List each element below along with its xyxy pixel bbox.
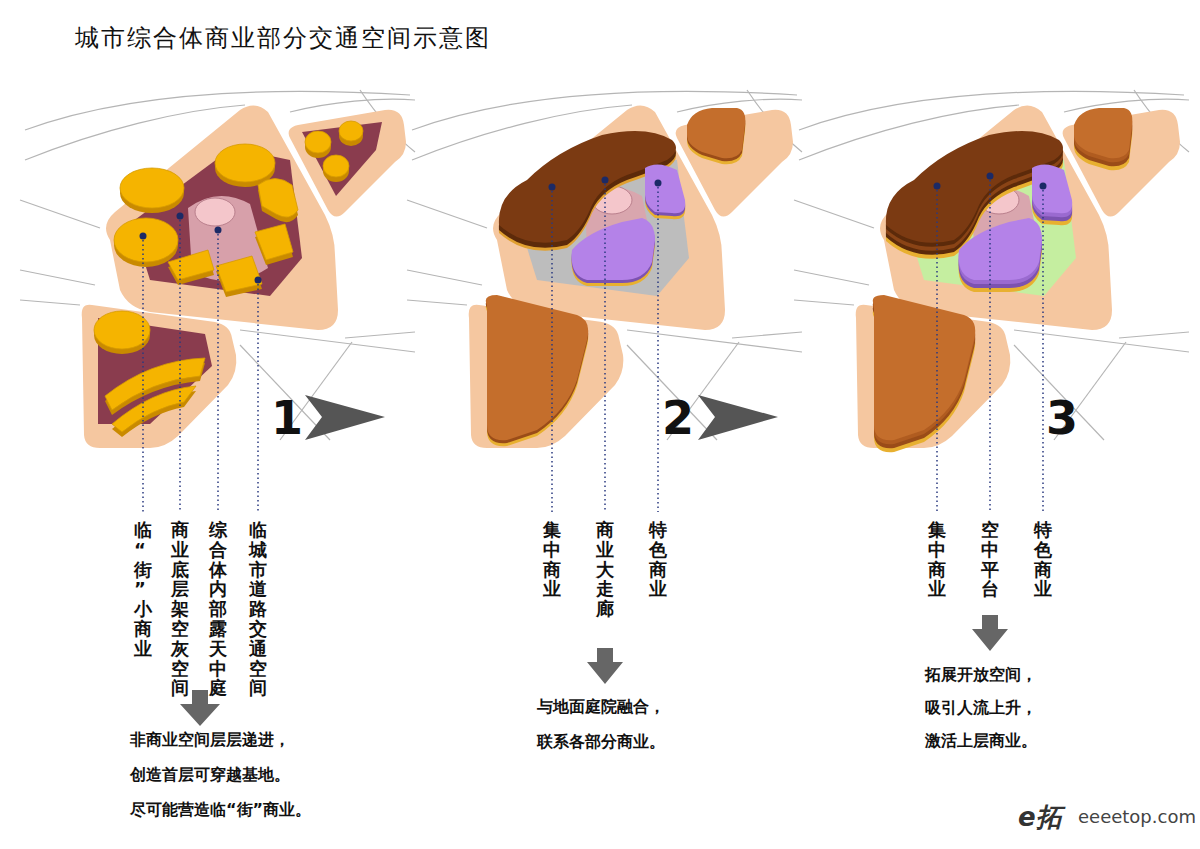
panel-two [407,90,802,448]
site-base [407,90,802,448]
callout-label: 特色商业 [1034,520,1052,599]
callout-label: 商业底层架空灰空间 [171,520,189,698]
caption-line: 联系各部分商业。 [537,732,665,753]
feature-shop [959,164,1073,280]
callout-label: 集中商业 [928,520,946,599]
watermark: e拓 [1018,800,1062,835]
caption-line: 创造首层可穿越基地。 [130,765,290,786]
caption-line: 尽可能营造临“街”商业。 [130,800,311,821]
callout-label: 临城市道路交通空间 [249,520,267,698]
callout-label: 空中平台 [981,520,999,599]
small-shop [94,121,363,432]
step-arrow [305,395,385,440]
leader-dots [140,173,1047,284]
callout-label: 集中商业 [543,520,561,599]
site-base [794,90,1189,448]
panel-one [20,90,415,448]
atrium [195,198,235,226]
caption-line: 与地面庭院融合， [537,697,665,718]
down-arrow [587,648,623,684]
step-number: 3 [1046,395,1078,441]
down-arrow [972,615,1008,651]
caption-line: 吸引人流上升， [925,698,1037,719]
callout-label: 特色商业 [649,520,667,599]
leader-lines [143,180,1043,512]
caption-line: 激活上层商业。 [925,731,1037,752]
site-base [20,90,415,448]
caption-line: 拓展开放空间， [925,665,1037,686]
panel-three [794,90,1189,452]
watermark: eeeetop.com [1078,806,1196,827]
building [873,108,1133,440]
callout-label: 临“街”小商业 [134,520,152,659]
callout-label: 综合体内部露天中庭 [209,520,227,698]
step-arrow [698,395,778,440]
step-number: 1 [271,395,303,441]
building [486,108,746,440]
caption-line: 非商业空间层层递进， [130,730,290,751]
diagram-title: 城市综合体商业部分交通空间示意图 [75,22,491,54]
feature-shop [572,164,686,280]
step-number: 2 [662,395,694,441]
callout-label: 商业大走廊 [596,520,614,619]
